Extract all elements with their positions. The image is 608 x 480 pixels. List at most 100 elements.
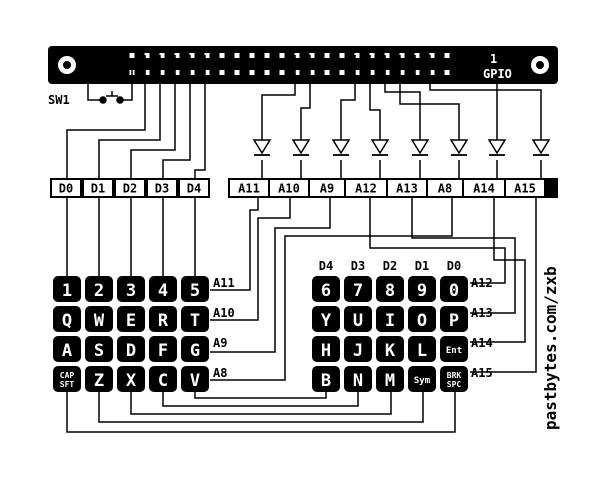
- key[interactable]: [149, 276, 177, 302]
- key-label: Y: [321, 311, 332, 331]
- key-label: 8: [385, 281, 395, 301]
- gpio-pin: [414, 53, 420, 58]
- key[interactable]: [376, 276, 404, 302]
- gpio-pin: [234, 53, 240, 58]
- address-label-box: [310, 180, 344, 196]
- key[interactable]: [440, 276, 468, 302]
- key-label: Q: [62, 311, 72, 331]
- key[interactable]: [376, 366, 404, 392]
- data-label: D3: [155, 182, 169, 196]
- key-label: B: [321, 371, 331, 391]
- gpio-pin: [354, 53, 360, 58]
- key[interactable]: [117, 336, 145, 362]
- data-label-box: [84, 180, 112, 196]
- key[interactable]: [312, 366, 340, 392]
- address-label: A8: [438, 182, 452, 196]
- key[interactable]: [149, 336, 177, 362]
- key-label: SFT: [60, 380, 75, 389]
- key[interactable]: [53, 276, 81, 302]
- gpio-pin: [219, 53, 225, 58]
- key[interactable]: [440, 306, 468, 332]
- key[interactable]: [312, 306, 340, 332]
- key[interactable]: [440, 336, 468, 362]
- data-label-box: [52, 180, 80, 196]
- address-label: A15: [514, 182, 536, 196]
- address-label-box: [270, 180, 308, 196]
- gpio-label: GPIO: [483, 67, 512, 81]
- key-label: W: [94, 311, 105, 331]
- key[interactable]: [408, 276, 436, 302]
- key[interactable]: [408, 306, 436, 332]
- key-label: 6: [321, 281, 331, 301]
- key[interactable]: [181, 366, 209, 392]
- gpio-pin: [444, 53, 450, 58]
- key[interactable]: [117, 306, 145, 332]
- key[interactable]: [117, 366, 145, 392]
- data-label: D0: [59, 182, 73, 196]
- key-label: Sym: [414, 376, 431, 386]
- key[interactable]: [376, 336, 404, 362]
- key[interactable]: [53, 336, 81, 362]
- key-label: D: [126, 341, 136, 361]
- key[interactable]: [149, 306, 177, 332]
- gpio-pin: [309, 70, 315, 75]
- key[interactable]: [312, 276, 340, 302]
- key[interactable]: [149, 366, 177, 392]
- key[interactable]: [408, 366, 436, 392]
- side-url-text: pastbytes.com/zxb: [541, 266, 560, 430]
- key[interactable]: [85, 306, 113, 332]
- key[interactable]: [181, 306, 209, 332]
- key[interactable]: [85, 276, 113, 302]
- gpio-pin: [204, 70, 210, 75]
- switch-sw1: [87, 55, 133, 104]
- key[interactable]: [85, 366, 113, 392]
- gpio-pin: [369, 53, 375, 58]
- key[interactable]: [408, 336, 436, 362]
- key-label: SPC: [447, 380, 462, 389]
- gpio-pin1-label: 1: [490, 52, 497, 66]
- key-label: 9: [417, 281, 427, 301]
- diode: [370, 139, 390, 155]
- key[interactable]: [344, 366, 372, 392]
- sw1-label: SW1: [48, 93, 70, 107]
- column-label: D0: [447, 259, 461, 273]
- key-label: K: [385, 341, 396, 361]
- key[interactable]: [440, 366, 468, 392]
- gpio-pin: [294, 53, 300, 58]
- data-label-box: [180, 180, 208, 196]
- wiring: [66, 55, 542, 433]
- key[interactable]: [85, 336, 113, 362]
- key[interactable]: [181, 276, 209, 302]
- key-label: F: [158, 341, 168, 361]
- key-label: J: [353, 341, 363, 361]
- key-label: 4: [158, 281, 168, 301]
- gpio-pin: [369, 70, 375, 75]
- key[interactable]: [344, 276, 372, 302]
- key[interactable]: [344, 336, 372, 362]
- key-label: BRK: [447, 371, 462, 380]
- key-label: 5: [190, 281, 200, 301]
- key[interactable]: [53, 366, 81, 392]
- key[interactable]: [53, 306, 81, 332]
- key[interactable]: [181, 336, 209, 362]
- diode: [487, 139, 507, 155]
- gpio-pin: [339, 70, 345, 75]
- key[interactable]: [117, 276, 145, 302]
- key-label: 7: [353, 281, 363, 301]
- key[interactable]: [344, 306, 372, 332]
- key-label: T: [190, 311, 200, 331]
- data-label: D1: [91, 182, 105, 196]
- gpio-pin: [219, 70, 225, 75]
- gpio-pin: [414, 70, 420, 75]
- key[interactable]: [312, 336, 340, 362]
- key-label: R: [158, 311, 169, 331]
- key-label: C: [158, 371, 168, 391]
- column-label: D4: [319, 259, 333, 273]
- key[interactable]: [376, 306, 404, 332]
- address-label-box: [388, 180, 426, 196]
- gpio-pin: [189, 70, 195, 75]
- data-label: D4: [187, 182, 201, 196]
